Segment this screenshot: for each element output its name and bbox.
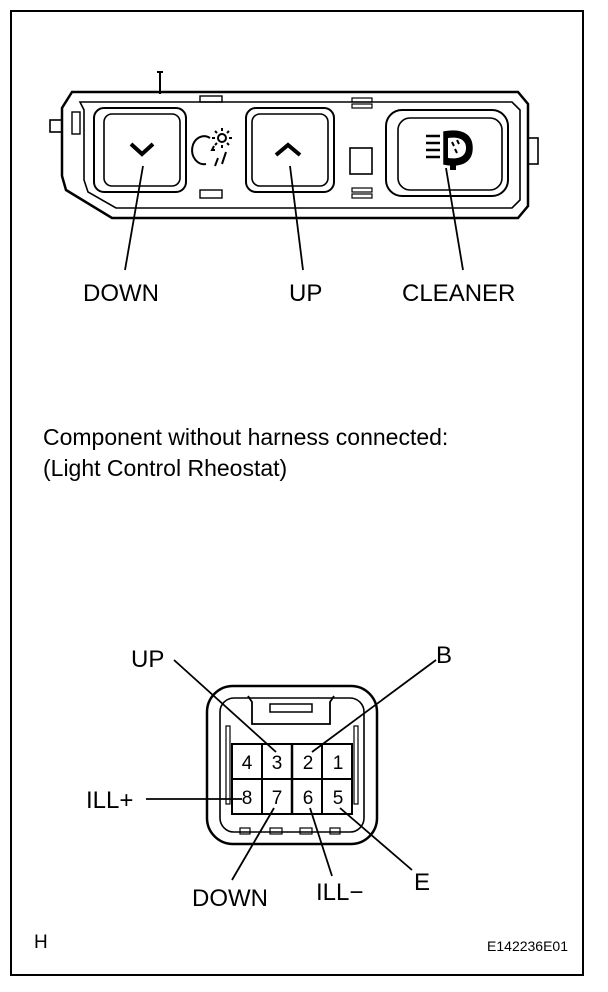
callout-down: DOWN bbox=[83, 280, 159, 307]
connector-face bbox=[205, 684, 379, 846]
caption-line-2: (Light Control Rheostat) bbox=[43, 455, 287, 481]
pin-2: 2 bbox=[303, 753, 314, 774]
down-button bbox=[93, 107, 187, 193]
pin-3: 3 bbox=[272, 753, 283, 774]
switch-assembly bbox=[49, 71, 539, 271]
connector-callout-b: B bbox=[436, 642, 452, 669]
cleaner-button bbox=[385, 109, 509, 197]
pin-8: 8 bbox=[242, 788, 253, 809]
chevron-down-icon bbox=[129, 142, 155, 157]
pin-6: 6 bbox=[303, 788, 314, 809]
headlamp-cleaner-icon bbox=[426, 130, 473, 170]
pin-7: 7 bbox=[272, 788, 283, 809]
connector-callout-e: E bbox=[414, 869, 430, 896]
callout-up: UP bbox=[289, 280, 322, 307]
caption-line-1: Component without harness connected: bbox=[43, 424, 448, 450]
connector-callout-ill-minus: ILL− bbox=[316, 879, 363, 906]
connector-callout-up: UP bbox=[131, 646, 164, 673]
figure-code: E142236E01 bbox=[487, 938, 568, 954]
up-button bbox=[245, 107, 335, 193]
switch-housing bbox=[60, 90, 530, 220]
chevron-up-icon bbox=[274, 142, 302, 157]
pin-4: 4 bbox=[242, 753, 253, 774]
connector-leader-lines bbox=[146, 659, 437, 881]
headlight-leveling-icon bbox=[191, 128, 232, 167]
section-letter: H bbox=[34, 932, 48, 953]
pin-5: 5 bbox=[333, 788, 344, 809]
connector-housing bbox=[205, 684, 379, 846]
pin-1: 1 bbox=[333, 753, 344, 774]
connector-callout-ill-plus: ILL+ bbox=[86, 787, 133, 814]
callout-cleaner: CLEANER bbox=[402, 280, 515, 307]
connector-callout-down: DOWN bbox=[192, 885, 268, 912]
